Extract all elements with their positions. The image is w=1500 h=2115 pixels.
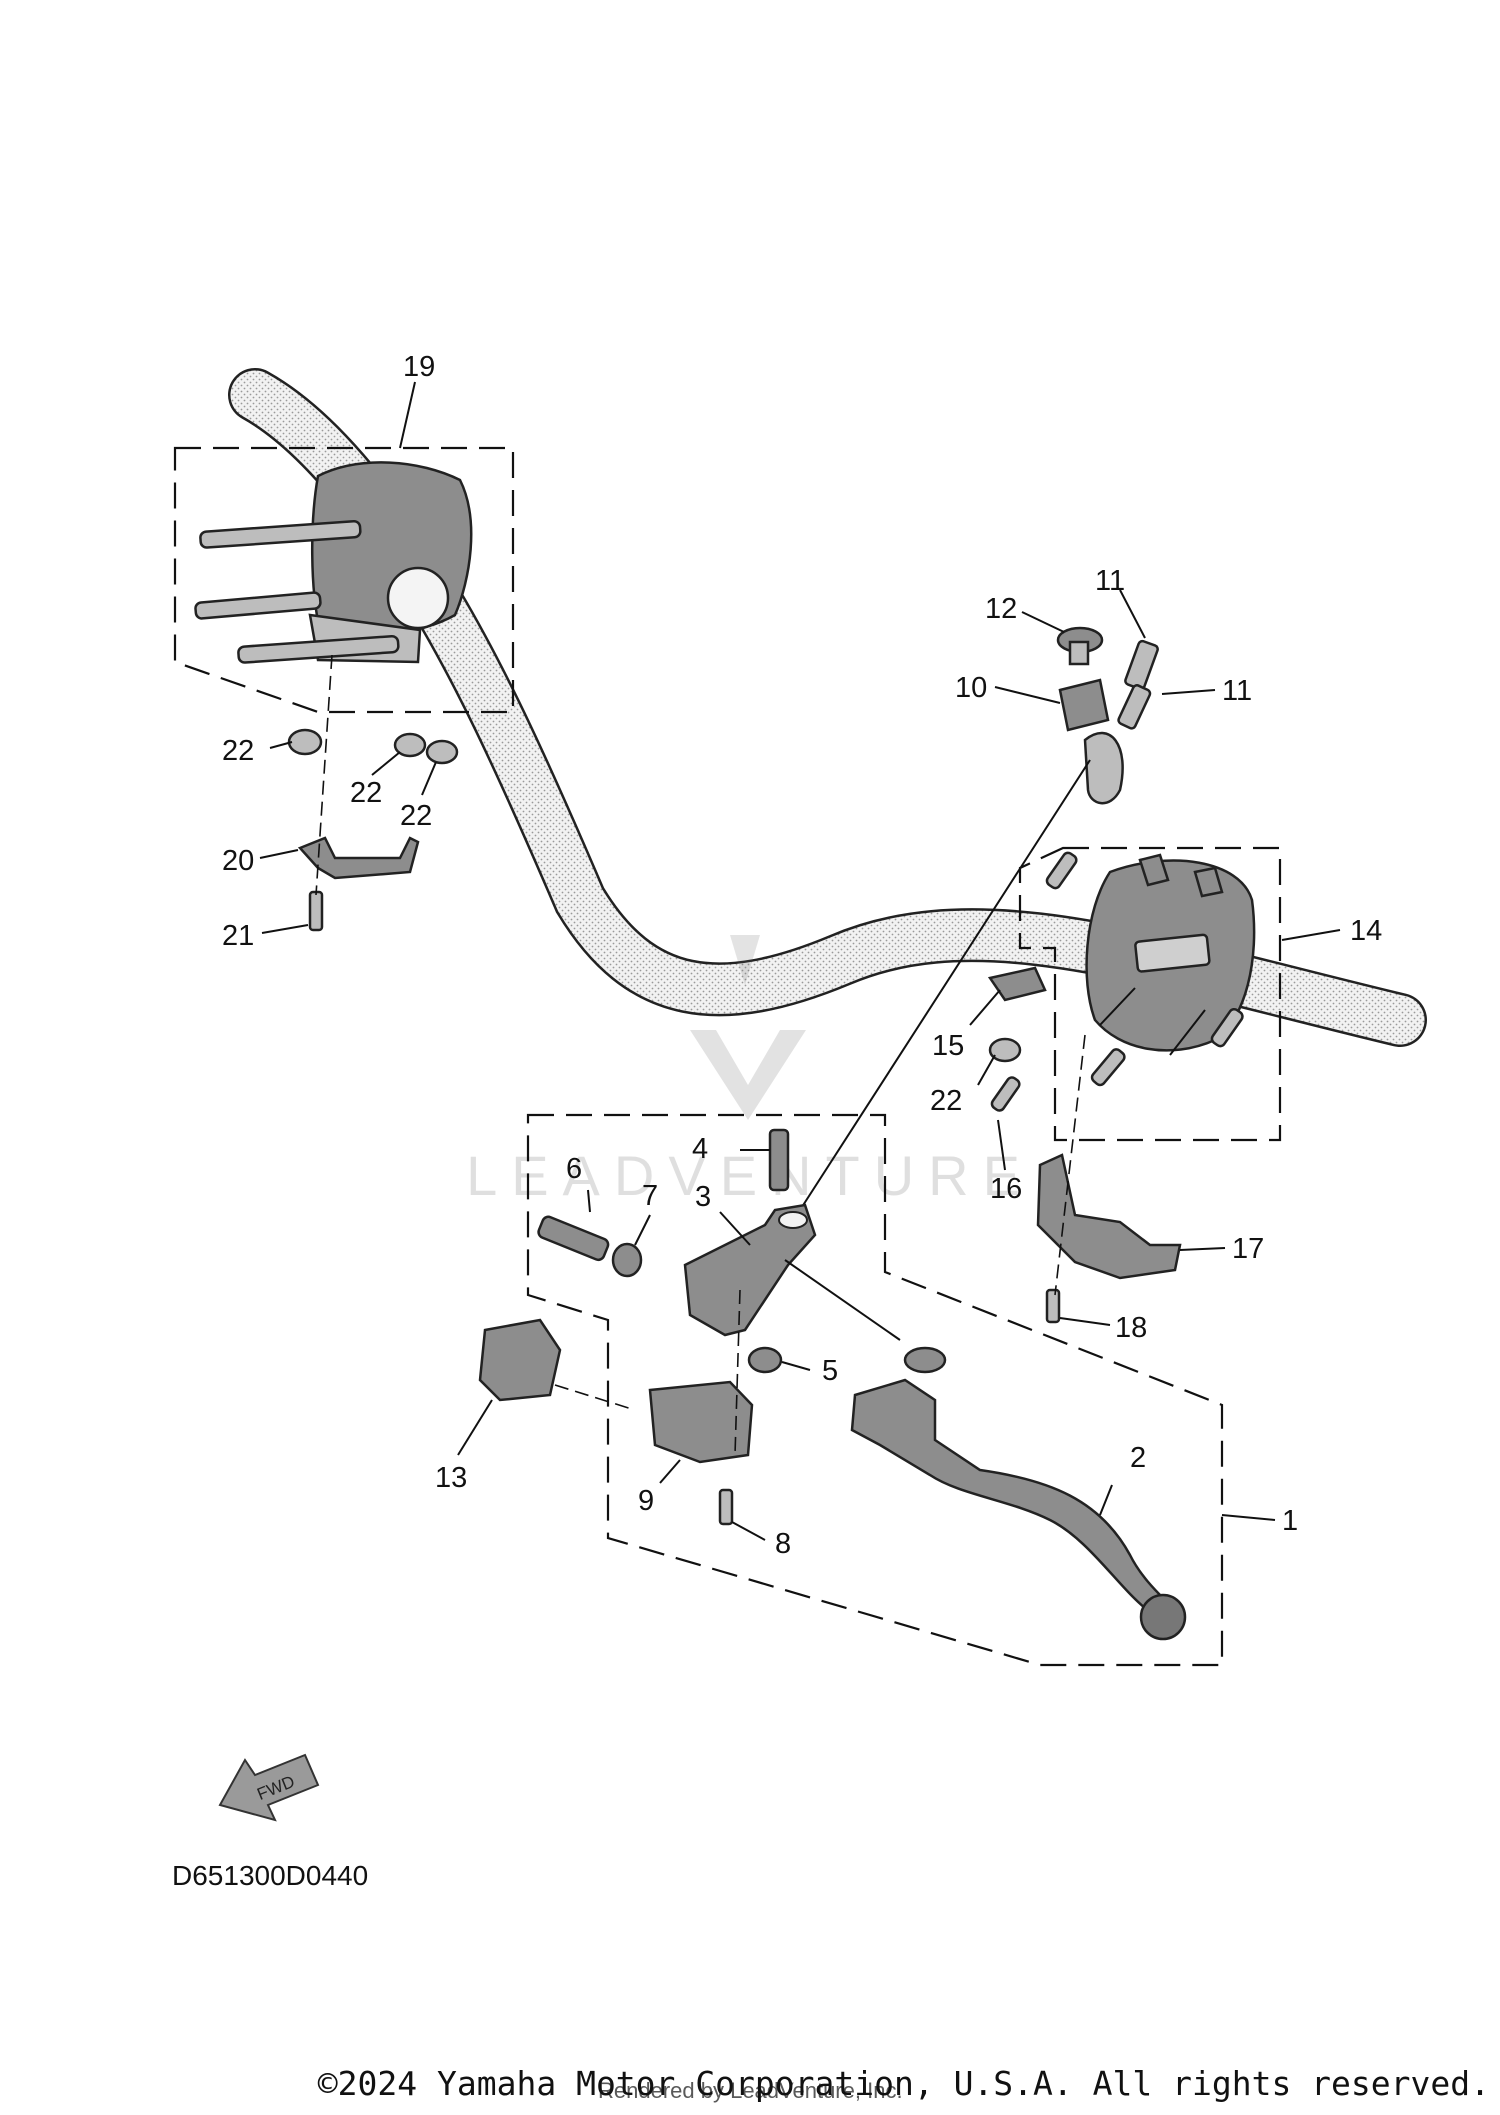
screw-8 — [718, 1488, 734, 1526]
callout-9: 9 — [638, 1485, 654, 1517]
screw-16 — [990, 1076, 1021, 1112]
callout-3: 3 — [695, 1181, 711, 1213]
lever-2 — [850, 1346, 1187, 1641]
cap-12 — [1056, 626, 1104, 666]
callout-13: 13 — [435, 1462, 467, 1494]
diagram-code: D651300D0440 — [172, 1860, 369, 1891]
clamp-parts-left — [287, 728, 459, 765]
screw-left-1 — [199, 519, 362, 549]
callout-18: 18 — [1115, 1312, 1147, 1344]
callout-22-c: 22 — [400, 800, 432, 832]
callout-11-lower: 11 — [1222, 675, 1252, 707]
screw-18 — [1045, 1288, 1061, 1324]
holder-10 — [1058, 678, 1124, 805]
watermark-logo: LEADVENTURE — [466, 935, 1034, 1207]
callout-22-a: 22 — [222, 735, 254, 767]
callout-7: 7 — [642, 1180, 658, 1212]
callout-10: 10 — [955, 672, 987, 704]
left-switch-assembly — [173, 446, 515, 714]
callout-22-b: 22 — [350, 777, 382, 809]
lever-holder-assembly — [526, 1113, 1224, 1667]
watermark-text: LEADVENTURE — [466, 1144, 1034, 1207]
screw-left-3 — [237, 634, 400, 664]
screw-left-2 — [194, 591, 322, 620]
callout-6: 6 — [566, 1153, 582, 1185]
switch-9 — [648, 1380, 754, 1464]
bracket-20 — [297, 836, 420, 880]
screw-11-upper — [1124, 639, 1159, 691]
callout-1: 1 — [1282, 1505, 1298, 1537]
screw-11-lower — [1117, 684, 1152, 730]
callout-17: 17 — [1232, 1233, 1264, 1265]
callout-5: 5 — [822, 1355, 838, 1387]
callout-20: 20 — [222, 845, 254, 877]
screw-4 — [768, 1128, 790, 1192]
callout-14: 14 — [1350, 915, 1382, 947]
nut-5 — [747, 1346, 783, 1374]
callout-4: 4 — [692, 1133, 708, 1165]
right-switch-assembly — [1018, 846, 1282, 1142]
callout-11-upper: 11 — [1095, 565, 1125, 597]
callout-12: 12 — [985, 593, 1017, 625]
callout-19: 19 — [403, 351, 435, 383]
washer-7 — [611, 1242, 643, 1278]
callout-8: 8 — [775, 1528, 791, 1560]
cover-17 — [1036, 1153, 1182, 1280]
part-13 — [478, 1318, 562, 1402]
callout-15: 15 — [932, 1030, 964, 1062]
part-15 — [987, 966, 1047, 1002]
callout-21: 21 — [222, 920, 254, 952]
callout-16: 16 — [990, 1173, 1022, 1205]
callouts: 1 2 3 4 5 6 7 8 9 10 11 11 12 13 14 15 1… — [222, 351, 1382, 1560]
bolt-6 — [537, 1215, 610, 1262]
clamp-part-right — [988, 1037, 1022, 1063]
copyright-notice: ©2024 Yamaha Motor Corporation, U.S.A. A… — [317, 2064, 1490, 2103]
forward-arrow-icon: FWD — [218, 1753, 320, 1822]
rendered-by-text: Rendered by LeadVenture, Inc. — [598, 2078, 903, 2103]
callout-22-d: 22 — [930, 1085, 962, 1117]
screw-21 — [308, 890, 324, 932]
callout-2: 2 — [1130, 1442, 1146, 1474]
callout-leaders — [259, 381, 1341, 1541]
